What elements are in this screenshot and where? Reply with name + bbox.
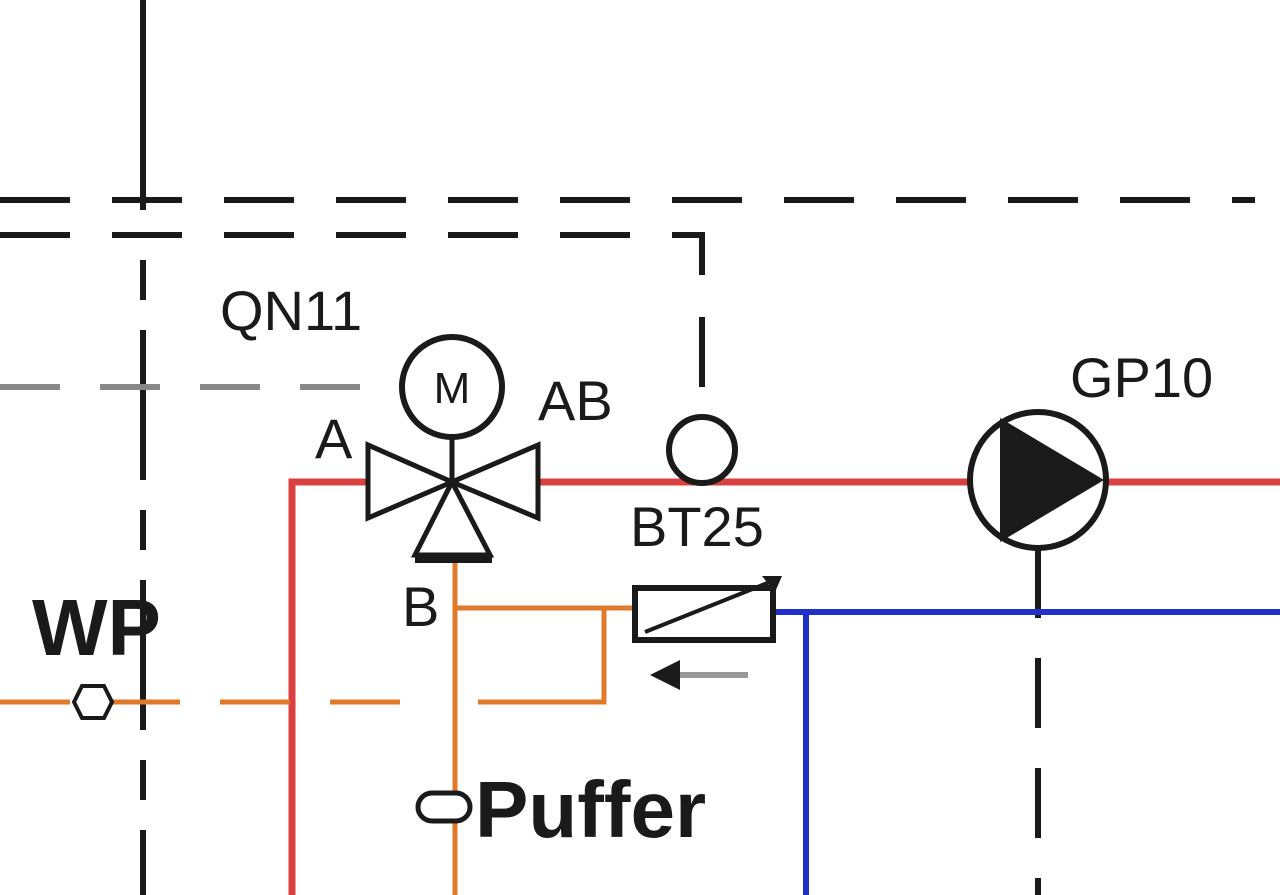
mixing-valve-icon bbox=[365, 437, 541, 563]
buffer-connector-icon bbox=[415, 790, 473, 824]
label-qn11: QN11 bbox=[220, 279, 362, 342]
label-port-b: B bbox=[402, 575, 439, 638]
label-buffer: Puffer bbox=[475, 765, 706, 854]
label-motor: M bbox=[434, 364, 471, 413]
sensor-bt25-icon bbox=[666, 414, 738, 486]
supply-line bbox=[288, 478, 1280, 895]
heat-exchanger-icon bbox=[632, 576, 782, 690]
valve-motor-icon bbox=[399, 334, 505, 440]
buffer-lines bbox=[0, 562, 635, 895]
label-bt25: BT25 bbox=[630, 495, 764, 558]
heat-pump-connector-icon bbox=[71, 684, 115, 720]
label-gp10: GP10 bbox=[1070, 346, 1213, 409]
label-heat-pump: WP bbox=[32, 583, 161, 672]
dashed-line-sensor bbox=[0, 232, 705, 418]
label-port-a: A bbox=[315, 407, 353, 470]
label-port-ab: AB bbox=[538, 369, 613, 432]
return-line bbox=[775, 609, 1280, 895]
pump-gp10-icon bbox=[967, 409, 1109, 551]
